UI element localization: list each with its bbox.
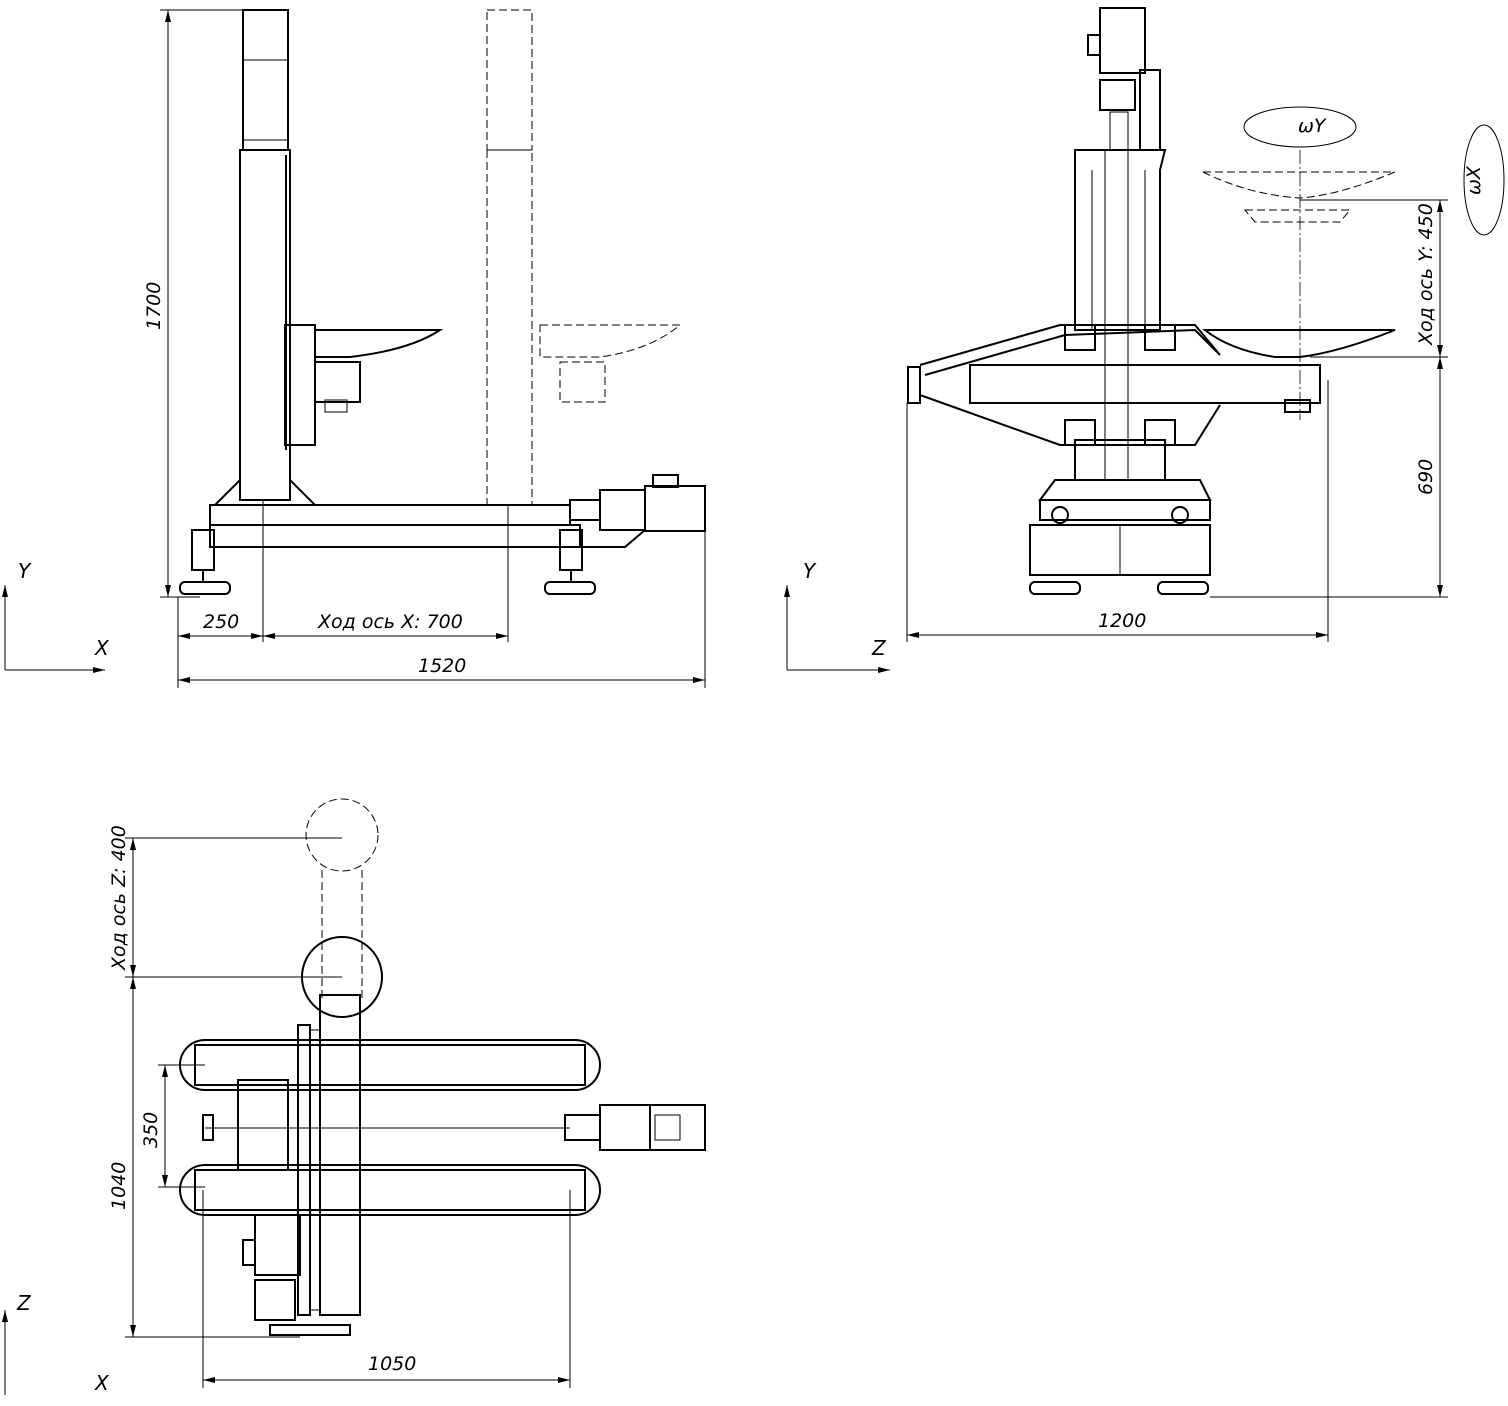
x-travel-dim-label: Ход ось X: 700 xyxy=(317,611,463,633)
y-drive-motor xyxy=(1087,7,1161,151)
front-view: 1700 250 Ход ось X: 700 1520 Y X xyxy=(1,9,706,688)
axis-x-label: X xyxy=(94,1371,110,1395)
rail-spacing-dim-label: 350 xyxy=(140,1112,162,1148)
x-drive-motor xyxy=(564,1104,706,1151)
column-ghost-position xyxy=(486,9,682,506)
base-rails xyxy=(179,1039,601,1216)
table-height-dim-label: 690 xyxy=(1415,459,1437,495)
column xyxy=(239,9,316,501)
axis-indicator: Y X xyxy=(1,559,110,673)
width-dim-label: 1050 xyxy=(368,1353,416,1375)
rotation-y-label: ωY xyxy=(1298,115,1327,137)
rotation-y-arrow xyxy=(1243,106,1357,148)
carriage-arm xyxy=(907,324,1321,446)
rotary-table: ωY ωX xyxy=(1202,106,1505,420)
z-travel-dim-label: Ход ось Z: 400 xyxy=(108,825,130,971)
side-view: ωY ωX 1200 Ход ось Y: 450 690 xyxy=(784,7,1505,673)
column-ghost-position xyxy=(305,798,379,1000)
height-dim-label: 1700 xyxy=(143,282,165,330)
axis-z-label: Z xyxy=(871,636,887,660)
axis-x-label: X xyxy=(94,636,110,660)
rotation-x-arrow xyxy=(1463,124,1505,236)
axis-z-label: Z xyxy=(16,1291,32,1315)
column xyxy=(297,936,383,1316)
rotary-table xyxy=(314,329,444,413)
front-dimensions: 1700 250 Ход ось X: 700 1520 xyxy=(143,9,706,688)
axis-y-label: Y xyxy=(803,559,817,583)
axis-y-label: Y xyxy=(18,559,32,583)
rotation-x-label: ωX xyxy=(1463,165,1485,195)
axis-indicator: Z X xyxy=(1,1291,110,1395)
side-dimensions: 1200 Ход ось Y: 450 690 xyxy=(906,199,1448,642)
depth-dim-label: 1040 xyxy=(108,1162,130,1210)
z-drive-motor xyxy=(242,1214,351,1336)
top-dimensions: Ход ось Z: 400 1040 350 1050 xyxy=(108,825,571,1388)
width-dim-label: 1200 xyxy=(1098,610,1146,632)
base xyxy=(1029,479,1212,595)
x-drive-motor xyxy=(569,474,706,548)
top-view: Ход ось Z: 400 1040 350 1050 Z X xyxy=(1,798,706,1395)
column xyxy=(1074,149,1167,481)
base-frame xyxy=(179,477,596,595)
axis-indicator: Y Z xyxy=(784,559,890,673)
offset-dim-label: 250 xyxy=(203,611,239,633)
width-dim-label: 1520 xyxy=(418,655,466,677)
y-travel-dim-label: Ход ось Y: 450 xyxy=(1415,203,1437,346)
